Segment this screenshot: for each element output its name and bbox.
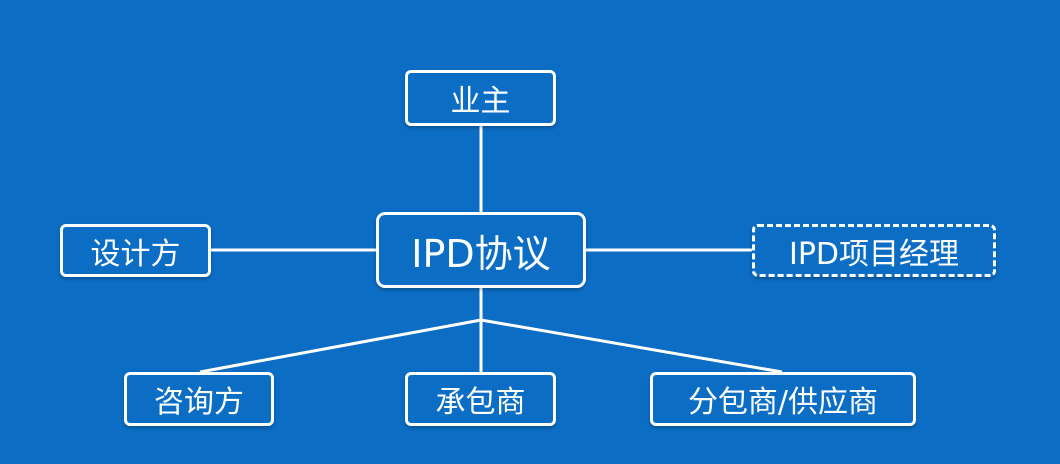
node-label: IPD项目经理	[788, 236, 960, 272]
node-designer: 设计方	[60, 224, 211, 277]
node-label: 承包商	[435, 385, 526, 420]
node-consultant: 咨询方	[124, 372, 274, 426]
line-consultant	[199, 318, 482, 374]
line-subcontractor	[480, 318, 783, 374]
node-label: 分包商/供应商	[687, 385, 879, 420]
node-label: 设计方	[90, 236, 181, 272]
node-contractor: 承包商	[405, 372, 556, 426]
node-agreement: IPD协议	[376, 212, 586, 288]
node-label: IPD协议	[411, 231, 551, 276]
node-label: 业主	[450, 84, 511, 119]
node-owner: 业主	[405, 70, 556, 126]
node-subcontractor: 分包商/供应商	[650, 372, 916, 426]
node-label: 咨询方	[154, 385, 244, 420]
node-project-manager: IPD项目经理	[752, 224, 996, 277]
